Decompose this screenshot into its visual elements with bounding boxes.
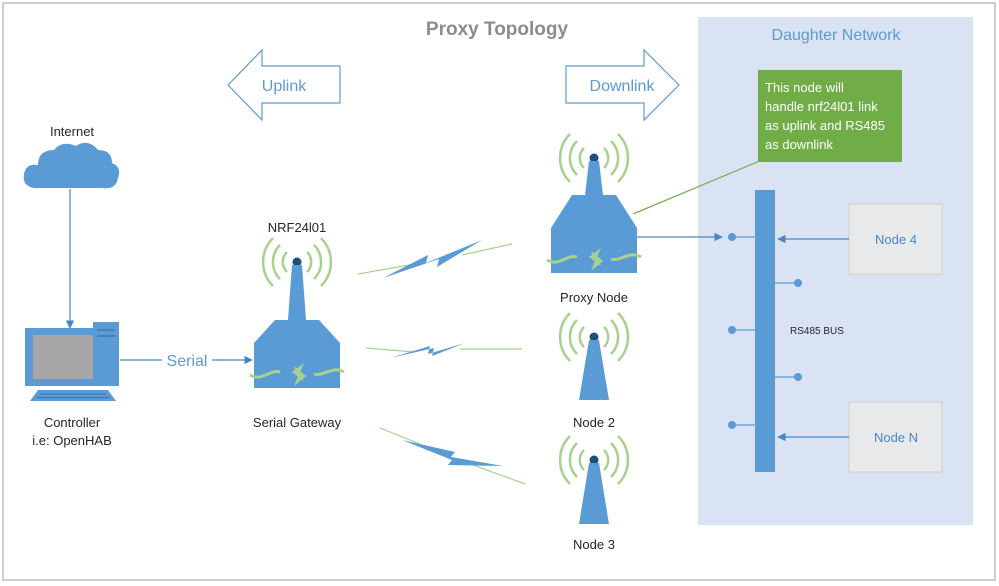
node4-box <box>848 203 943 275</box>
callout-line-3: as uplink and RS485 <box>765 118 885 133</box>
controller-sublabel: i.e: OpenHAB <box>32 433 112 448</box>
callout-line-2: handle nrf24l01 link <box>765 99 878 114</box>
gateway-icon <box>249 236 345 388</box>
callout-box: This node will handle nrf24l01 link as u… <box>758 70 902 162</box>
controller-label: Controller <box>44 415 101 430</box>
gateway-radio-label: NRF24l01 <box>268 220 327 235</box>
node2-label: Node 2 <box>573 415 615 430</box>
proxy-node-label: Proxy Node <box>560 290 628 305</box>
wireless-link-gateway-node3 <box>379 427 526 485</box>
computer-icon <box>25 322 119 401</box>
diagram-title: Proxy Topology <box>426 19 569 40</box>
callout-pointer <box>632 159 763 215</box>
rs485-bus <box>755 190 775 472</box>
serial-label-bg <box>162 350 212 370</box>
serial-label: Serial <box>167 353 208 370</box>
gateway-label: Serial Gateway <box>253 415 342 430</box>
wireless-link-gateway-node2 <box>365 343 522 358</box>
node2-icon <box>558 311 630 400</box>
callout-line-1: This node will <box>765 80 844 95</box>
node4-label: Node 4 <box>875 232 917 247</box>
uplink-label: Uplink <box>262 78 307 95</box>
daughter-network-label: Daughter Network <box>772 27 902 44</box>
rs485-bus-label: RS485 BUS <box>790 326 844 337</box>
node3-icon <box>558 434 630 524</box>
uplink-arrow: Uplink <box>227 48 341 122</box>
nodeN-label: Node N <box>874 430 918 445</box>
internet-label: Internet <box>50 124 94 139</box>
downlink-label: Downlink <box>590 78 656 95</box>
cloud-icon <box>23 142 120 189</box>
proxy-node-icon <box>546 132 642 273</box>
wireless-link-gateway-proxy <box>357 240 513 278</box>
node3-label: Node 3 <box>573 537 615 552</box>
downlink-arrow: Downlink <box>565 48 680 122</box>
bus-connectors <box>728 233 802 429</box>
callout-line-4: as downlink <box>765 137 833 152</box>
